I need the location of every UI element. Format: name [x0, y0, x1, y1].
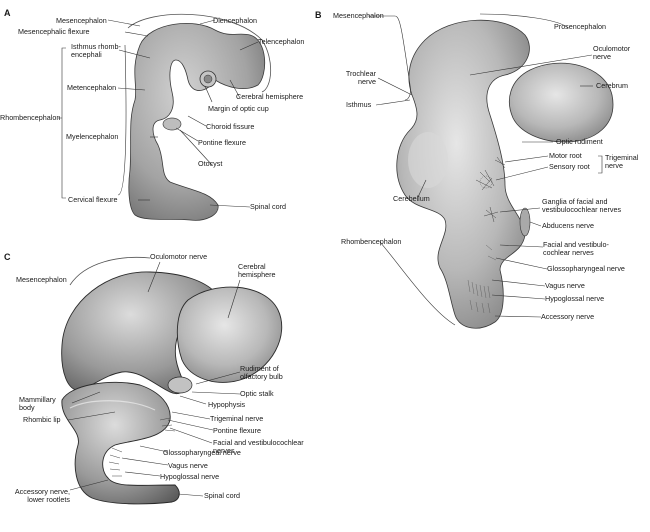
a-label-cervical-flexure: Cervical flexure	[68, 195, 118, 204]
b-label-trigeminal: Trigeminal nerve	[605, 153, 639, 170]
c-label-mammillary: Mammillary body	[19, 395, 56, 412]
b-label-ganglia: Ganglia of facial and vestibulocochlear …	[542, 197, 622, 214]
panel-c-drawing	[61, 257, 283, 505]
a-label-diencephalon: Diencephalon	[213, 16, 257, 25]
a-label-metencephalon: Metencephalon	[67, 83, 117, 92]
a-label-myelencephalon: Myelencephalon	[66, 132, 119, 141]
a-label-margin-optic-cup: Margin of optic cup	[208, 104, 269, 113]
c-label-facial-vestibulo: Facial and vestibulocochlear nerves	[213, 438, 304, 455]
c-label-accessory: Accessory nerve, lower rootlets	[14, 487, 70, 504]
panel-c-letter: C	[4, 252, 11, 262]
b-label-abducens: Abducens nerve	[542, 221, 594, 230]
a-label-rhombencephalon: Rhombencephalon	[0, 113, 61, 122]
b-label-glossopharyngeal: Glossopharyngeal nerve	[547, 264, 625, 273]
panel-b-drawing	[368, 13, 614, 329]
c-label-glossopharyngeal: Glossopharyngeal nerve	[163, 448, 241, 457]
c-label-spinal-cord: Spinal cord	[204, 491, 240, 500]
a-label-cerebral-hemisphere: Cerebral hemisphere	[236, 92, 304, 101]
panel-a-otocyst	[162, 117, 182, 131]
c-label-rhombic-lip: Rhombic lip	[23, 415, 61, 424]
b-label-mesencephalon: Mesencephalon	[333, 11, 384, 20]
c-label-rudiment-olfactory: Rudiment of olfactory bulb	[240, 364, 283, 381]
b-label-cerebrum: Cerebrum	[596, 81, 628, 90]
b-label-hypoglossal: Hypoglossal nerve	[545, 294, 605, 303]
panel-b-cerebrum-shape	[509, 62, 614, 143]
c-label-hypophysis: Hypophysis	[208, 400, 246, 409]
b-label-facial-vestibulo: Facial and vestibulo- cochlear nerves	[543, 240, 609, 257]
a-label-mesencephalon: Mesencephalon	[56, 16, 107, 25]
c-label-trigeminal: Trigeminal nerve	[210, 414, 264, 423]
b-label-isthmus: Isthmus	[346, 100, 372, 109]
a-label-mesencephalic-flexure: Mesencephalic flexure	[18, 27, 90, 36]
b-label-rhombencephalon: Rhombencephalon	[341, 237, 402, 246]
panel-c-brain-shape	[61, 271, 216, 395]
c-label-pontine-flexure: Pontine flexure	[213, 426, 261, 435]
a-label-otocyst: Otocyst	[198, 159, 223, 168]
c-label-hypoglossal: Hypoglossal nerve	[160, 472, 220, 481]
b-label-oculomotor: Oculomotor nerve	[593, 44, 631, 61]
panel-c-hindbrain-shape	[61, 381, 180, 505]
c-label-mesencephalon: Mesencephalon	[16, 275, 67, 284]
a-label-pontine-flexure: Pontine flexure	[198, 138, 246, 147]
b-label-prosencephalon: Prosencephalon	[554, 22, 606, 31]
panel-a-letter: A	[4, 8, 11, 18]
b-label-trochlear: Trochlear nerve	[345, 69, 376, 86]
panel-a-brain-shape	[128, 23, 266, 221]
c-label-oculomotor: Oculomotor nerve	[150, 252, 208, 261]
a-label-spinal-cord: Spinal cord	[250, 202, 286, 211]
panel-b-letter: B	[315, 10, 322, 20]
a-label-choroid-fissure: Choroid fissure	[206, 122, 255, 131]
panel-a-drawing	[58, 13, 272, 221]
c-label-cerebral-hemisphere: Cerebral hemisphere	[238, 262, 276, 279]
b-label-cerebellum: Cerebellum	[393, 194, 430, 203]
b-label-sensory-root: Sensory root	[549, 162, 590, 171]
panel-c-cerebral-hemisphere-shape	[176, 286, 283, 383]
b-label-vagus: Vagus nerve	[545, 281, 585, 290]
b-label-motor-root: Motor root	[549, 151, 582, 160]
panel-b-brain-shape	[396, 19, 530, 329]
a-label-telencephalon: Telencephalon	[258, 37, 305, 46]
b-label-optic-rudiment: Optic rudiment	[556, 137, 603, 146]
c-label-vagus: Vagus nerve	[168, 461, 208, 470]
a-label-isthmus: Isthmus rhomb- encephali	[71, 42, 121, 59]
c-label-optic-stalk: Optic stalk	[240, 389, 274, 398]
b-label-accessory: Accessory nerve	[541, 312, 595, 321]
